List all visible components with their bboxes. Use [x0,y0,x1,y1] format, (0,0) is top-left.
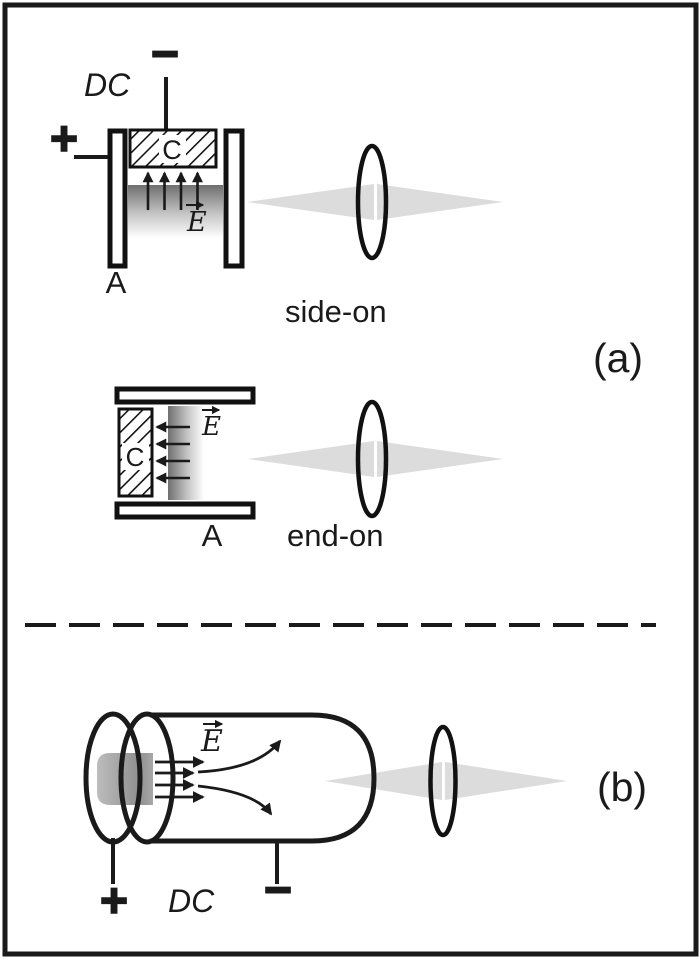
negative-terminal-symbol: − [151,28,179,81]
tube-mouth [118,711,176,845]
diverging-field-line-down [197,784,273,816]
field-arrows [155,739,282,816]
diverging-field-line-up [197,739,282,774]
positive-terminal-symbol: + [100,875,128,928]
beam-left-cone [325,762,442,800]
negative-terminal-symbol: − [264,864,292,917]
side-on-caption: side-on [285,294,387,329]
beam-left-cone [248,441,374,477]
lens-icon [355,399,389,519]
anode-plate-bottom [114,501,256,520]
cathode-label: C [126,442,145,472]
side-on-view: − DC + C E A [49,27,503,329]
e-field-label: E [200,724,223,759]
dc-supply-label: DC [84,67,131,103]
cathode-label-patch [159,135,186,163]
dc-supply-label: DC [168,883,215,919]
field-arrows [155,421,190,484]
panel-b-label: (b) [597,764,647,810]
light-beam [325,762,567,800]
anode-plate-right [223,128,245,269]
beam-right-cone [445,762,567,800]
tube-body-outline [150,712,377,844]
e-field-label: E [201,412,221,442]
lens-icon [355,143,389,261]
tube-body-fill [150,715,374,841]
plasma-glow [128,185,223,238]
plasma-glow [168,406,204,500]
light-beam [247,184,503,220]
anode-plate-top [114,386,256,405]
beam-left-cone [247,184,374,220]
light-beam [248,441,503,477]
panel-a-label: (a) [593,335,643,381]
discharge-tube-view: E + DC − [83,711,567,929]
beam-right-cone [377,441,503,477]
end-on-view: C E A end-on [114,386,503,553]
anode-label: A [106,265,127,300]
anode-label: A [202,518,223,553]
beam-right-cone [377,184,503,220]
cathode-label-patch [122,443,149,470]
anode-plate-left [107,128,128,269]
end-on-caption: end-on [287,518,384,553]
e-field-label: E [186,207,207,238]
cathode-label: C [162,135,182,165]
lens-icon [428,724,458,838]
tube-cathode [97,753,153,805]
positive-terminal-symbol: + [50,113,78,166]
